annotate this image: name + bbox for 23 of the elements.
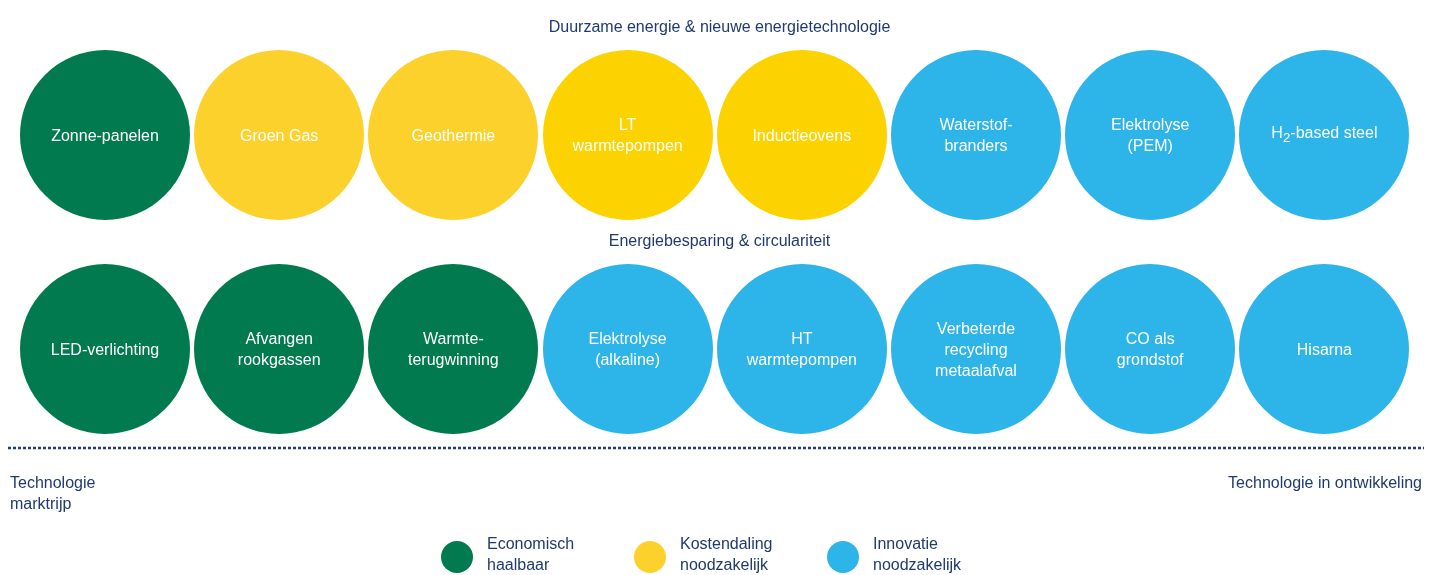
technology-label: Inductieovens [751,125,853,146]
axis-label: Technologie in ontwikkeling [1227,473,1422,493]
legend-label: Innovatie noodzakelijk [873,534,963,575]
technology-label: Groen Gas [239,125,320,146]
technology-label: HT warmtepompen [745,329,858,370]
technology-label: LED-verlichting [49,339,161,360]
technology-label: H$_{2}$-based steel [1270,122,1379,148]
row-heading: Energiebesparing & circulariteit [608,231,831,251]
technology-label: CO als grondstof [1115,329,1185,370]
technology-label: LT warmtepompen [571,115,684,156]
legend-label: Kostendaling noodzakelijk [680,534,774,575]
axis-label: Technologie marktrijp [10,473,97,514]
legend-label: Economisch haalbaar [487,534,576,575]
technology-label: Warmte-terugwinning [407,329,500,370]
technology-label: Elektrolyse (PEM) [1110,115,1191,156]
technology-label: Hisarna [1295,339,1353,360]
technology-label: Geothermie [410,125,497,146]
technology-label: Zonne-panelen [50,125,160,146]
row-heading: Duurzame energie & nieuwe energietechnologie [548,17,891,37]
technology-label: Elektrolyse (alkaline) [587,329,668,370]
technology-label: Verbeterde recycling metaalafval [934,318,1018,381]
technology-label: Afvangen rookgassen [236,329,322,370]
technology-label: Waterstof-branders [938,115,1014,156]
